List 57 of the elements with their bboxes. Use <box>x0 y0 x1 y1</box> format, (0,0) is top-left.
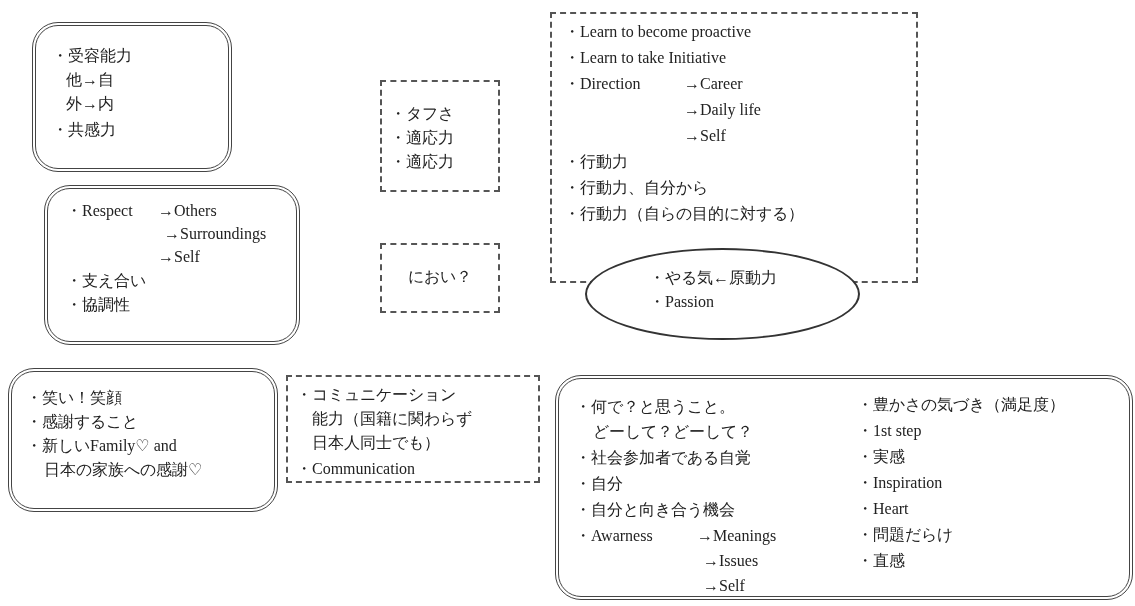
rounded-box <box>44 185 300 345</box>
list-item: におい？ <box>408 267 472 287</box>
list-item: ・Heart <box>857 499 909 519</box>
rounded-box <box>555 375 1133 600</box>
list-item: ・新しいFamily♡ and <box>26 436 177 456</box>
list-item: 日本の家族への感謝♡ <box>44 460 203 480</box>
list-item: →Self <box>703 576 745 596</box>
list-item: ・豊かさの気づき（満足度） <box>857 395 1065 415</box>
list-item: ・支え合い <box>66 271 146 291</box>
list-item: どーして？どーして？ <box>593 422 753 442</box>
dashed-box <box>550 12 918 283</box>
list-item: ・Passion <box>649 292 714 312</box>
dashed-box <box>286 375 540 483</box>
list-item: ・1st step <box>857 421 922 441</box>
list-item: ・Learn to become proactive <box>564 22 752 42</box>
rounded-box <box>8 368 278 512</box>
dashed-box <box>380 80 500 192</box>
list-item: 外→内 <box>66 94 114 114</box>
list-item: ・行動力、自分から <box>564 178 708 198</box>
list-item: ・社会参加者である自覚 <box>575 448 751 468</box>
list-item: ・Learn to take Initiative <box>564 48 727 68</box>
list-item: ・何で？と思うこと。 <box>575 397 735 417</box>
dashed-box <box>380 243 500 313</box>
list-item: →Self <box>158 247 200 267</box>
list-item: ・協調性 <box>66 295 130 315</box>
list-item: →Meanings <box>697 526 777 546</box>
list-item: 他→自 <box>66 70 114 90</box>
list-item: 能力（国籍に関わらず <box>312 409 472 429</box>
list-item: ・適応力 <box>390 152 454 172</box>
list-item: ・実感 <box>857 447 905 467</box>
list-item: ・タフさ <box>390 104 454 124</box>
list-item: ・Awarness <box>575 526 653 546</box>
list-item: →Others <box>158 201 217 221</box>
list-item: ・コミュニケーション <box>296 385 456 405</box>
list-item: ・行動力 <box>564 152 628 172</box>
list-item: ・問題だらけ <box>857 525 953 545</box>
list-item: ・自分 <box>575 474 623 494</box>
list-item: ・Communication <box>296 459 416 479</box>
list-item: ・行動力（自らの目的に対する） <box>564 204 804 224</box>
list-item: →Surroundings <box>164 224 267 244</box>
list-item: ・適応力 <box>390 128 454 148</box>
list-item: ・Inspiration <box>857 473 943 493</box>
list-item: ・やる気←原動力 <box>649 268 777 288</box>
list-item: →Daily life <box>684 100 761 120</box>
list-item: ・Respect <box>66 201 133 221</box>
list-item: ・笑い！笑顔 <box>26 388 122 408</box>
list-item: ・共感力 <box>52 120 116 140</box>
list-item: ・直感 <box>857 551 905 571</box>
list-item: ・受容能力 <box>52 46 132 66</box>
list-item: →Career <box>684 74 743 94</box>
list-item: 日本人同士でも） <box>312 433 440 453</box>
list-item: ・感謝すること <box>26 412 138 432</box>
list-item: →Issues <box>703 551 759 571</box>
list-item: →Self <box>684 126 726 146</box>
rounded-box <box>32 22 232 172</box>
list-item: ・Direction <box>564 74 641 94</box>
list-item: ・自分と向き合う機会 <box>575 500 735 520</box>
